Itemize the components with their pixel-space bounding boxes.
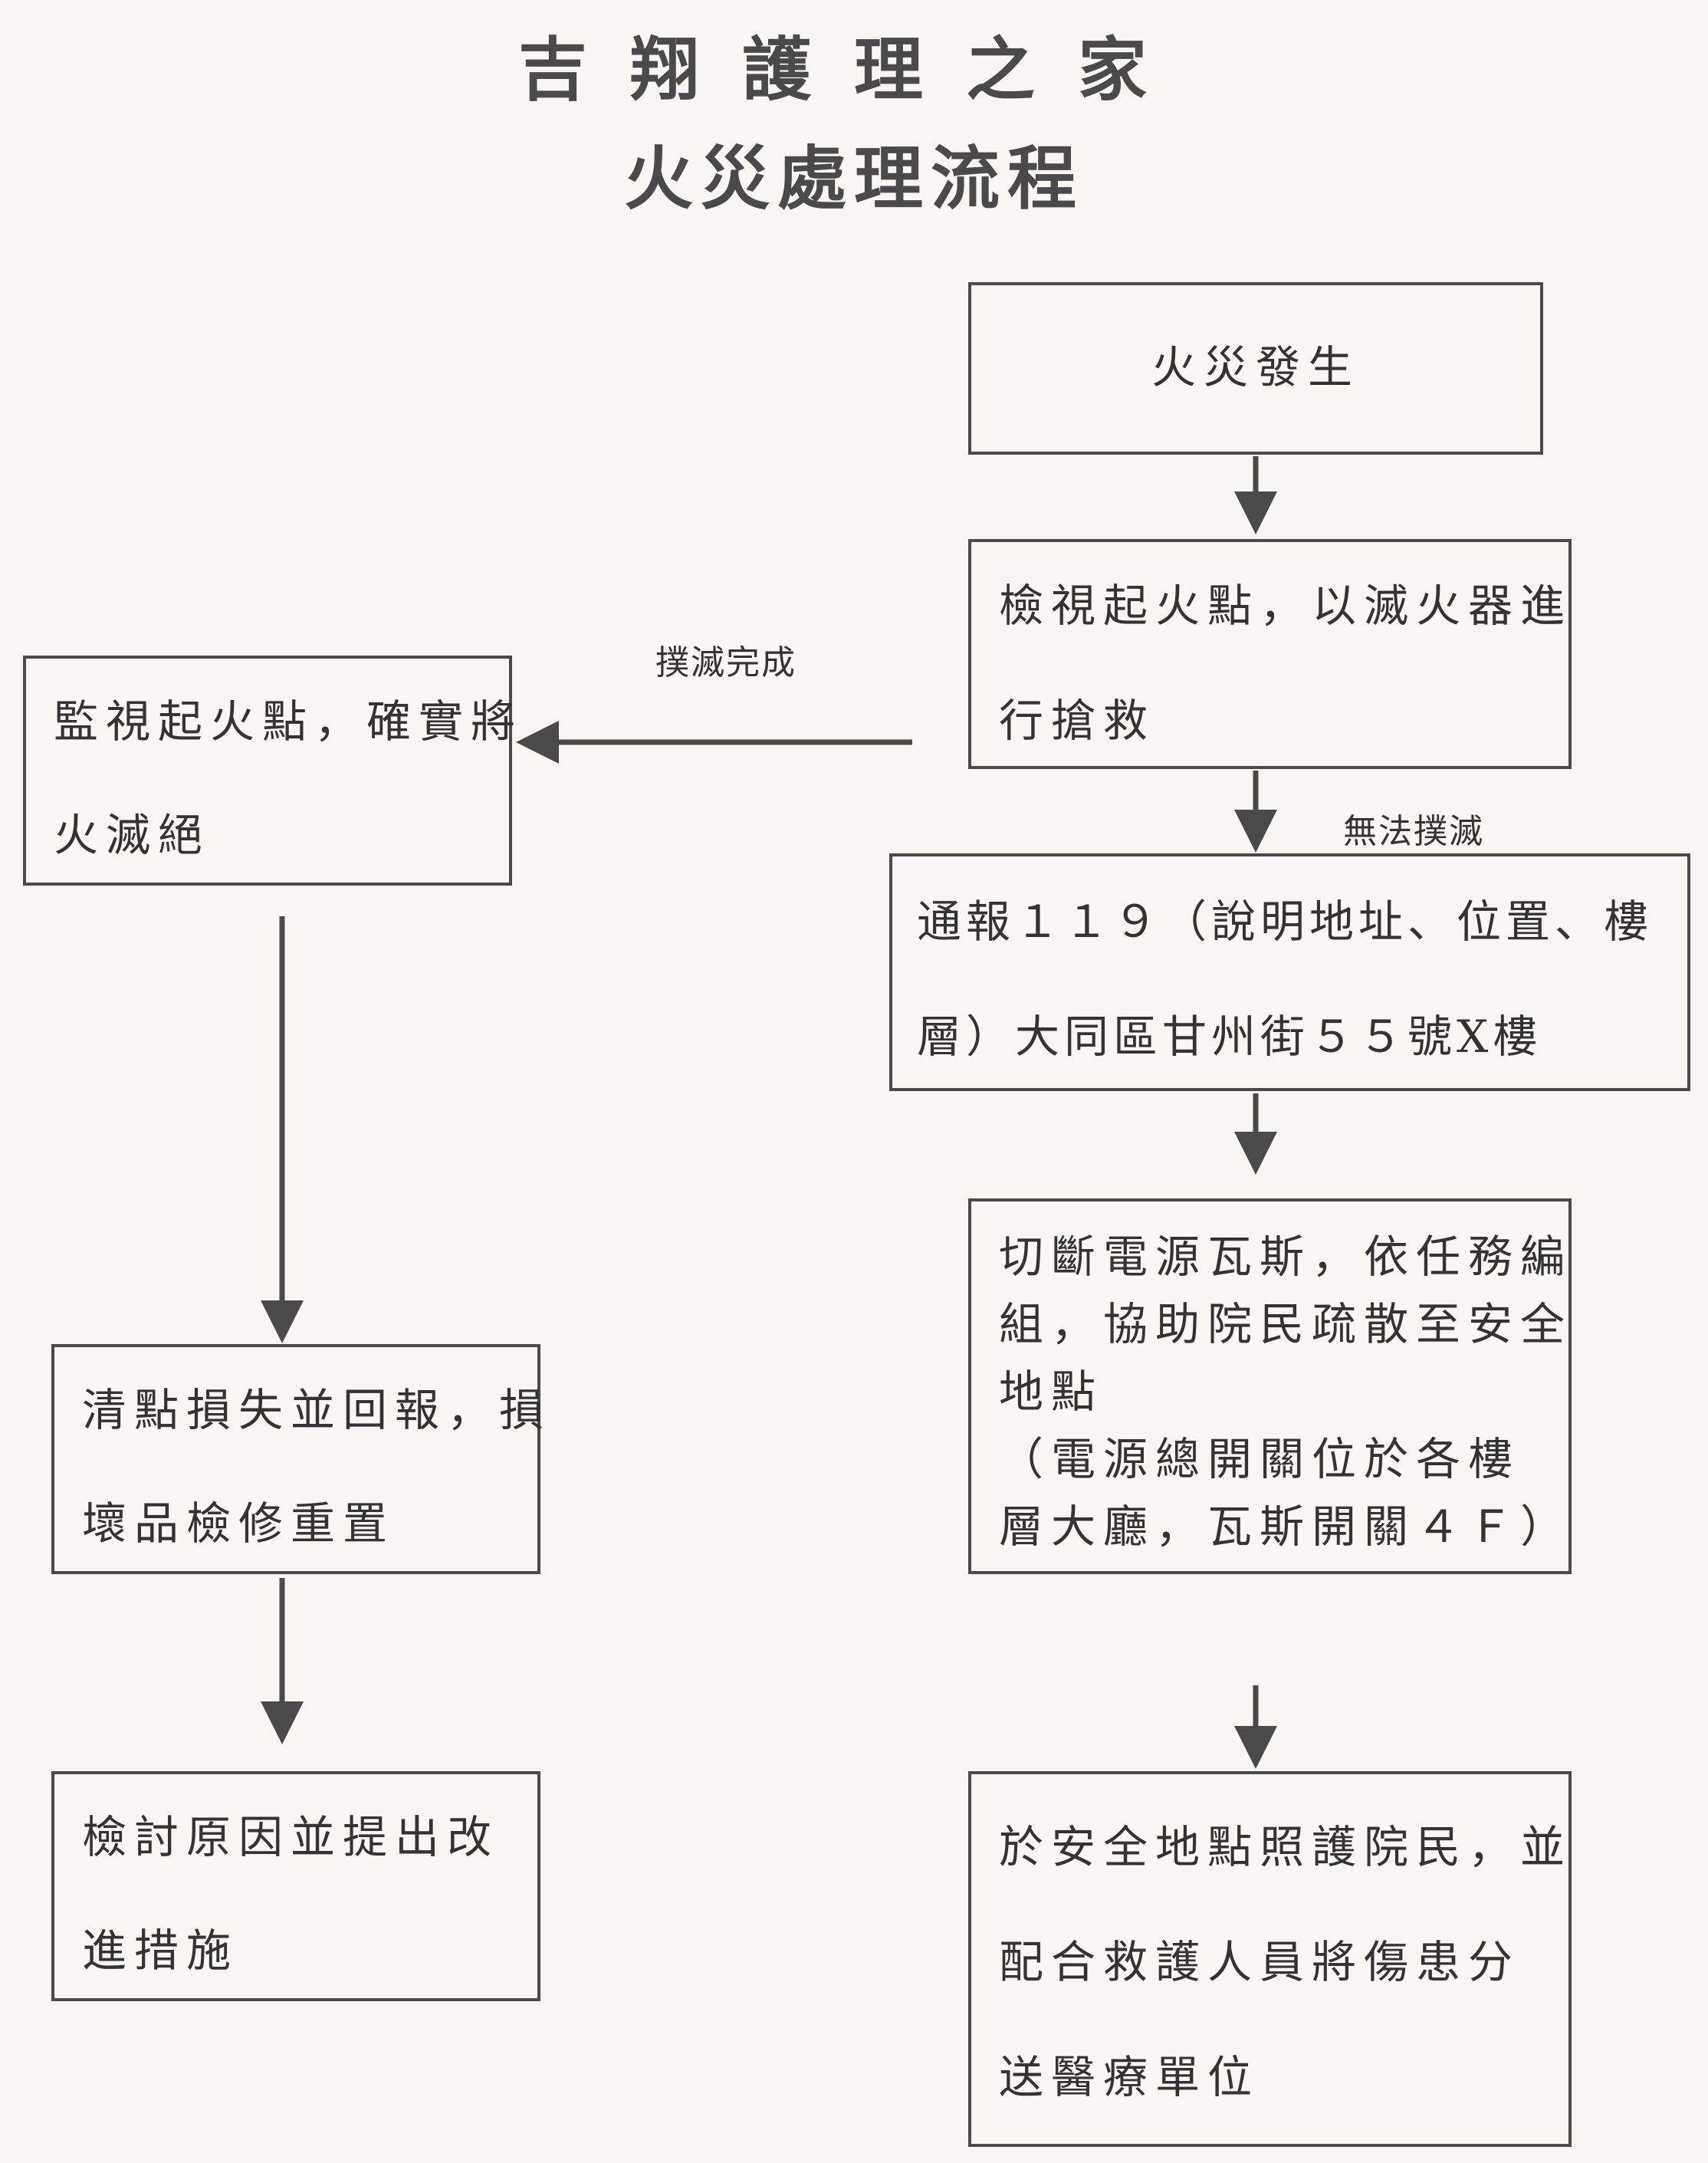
edge-label-extinguished: 撲滅完成 [655,643,797,682]
node-text-line: 清點損失並回報，損 [82,1384,552,1436]
node-text-line: 切斷電源瓦斯，依任務編 [999,1231,1573,1283]
page-title: 吉翔護理之家 [518,29,1190,110]
node-text-line: 層）大同區甘州街５５號X樓 [917,1011,1542,1063]
node-text-line: 火災發生 [1151,341,1360,393]
node-text-line: 通報１１９（說明地址、位置、樓 [917,896,1654,948]
node-text-line: 檢討原因並提出改 [82,1811,500,1863]
node-review: 檢討原因並提出改 進措施 [51,1771,540,2001]
node-count-loss: 清點損失並回報，損 壞品檢修重置 [51,1344,552,1574]
node-text-line: 地點 [999,1366,1104,1418]
edge-label-cannot-extinguish: 無法撲滅 [1343,812,1484,851]
node-text-line: 行搶救 [999,695,1156,747]
node-inspect-extinguish: 檢視起火點，以滅火器進 行搶救 [968,539,1572,769]
node-text-line: 層大廳，瓦斯開關４Ｆ） [999,1501,1573,1553]
node-text-line: 壞品檢修重置 [82,1497,396,1550]
node-cut-power: 切斷電源瓦斯，依任務編 組，協助院民疏散至安全 地點 （電源總開關位於各樓 層大… [968,1198,1572,1574]
node-text-line: 送醫療單位 [999,2051,1260,2103]
node-report-119: 通報１１９（說明地址、位置、樓 層）大同區甘州街５５號X樓 [889,853,1690,1091]
node-monitor: 監視起火點，確實將 火滅絕 [23,656,524,886]
node-fire-occurs: 火災發生 [968,282,1543,455]
node-text-line: 火滅絕 [54,809,211,861]
node-text-line: 檢視起火點，以滅火器進 [999,580,1573,632]
node-text-line: 配合救護人員將傷患分 [999,1936,1521,1988]
page-subtitle: 火災處理流程 [624,138,1084,219]
node-text-line: （電源總開關位於各樓 [999,1433,1521,1485]
node-text-line: 於安全地點照護院民，並 [999,1821,1573,1873]
node-text-line: 組，協助院民疏散至安全 [999,1298,1573,1350]
node-text-line: 進措施 [82,1925,239,1977]
node-care-residents: 於安全地點照護院民，並 配合救護人員將傷患分 送醫療單位 [968,1771,1572,2147]
node-text-line: 監視起火點，確實將 [54,695,524,748]
